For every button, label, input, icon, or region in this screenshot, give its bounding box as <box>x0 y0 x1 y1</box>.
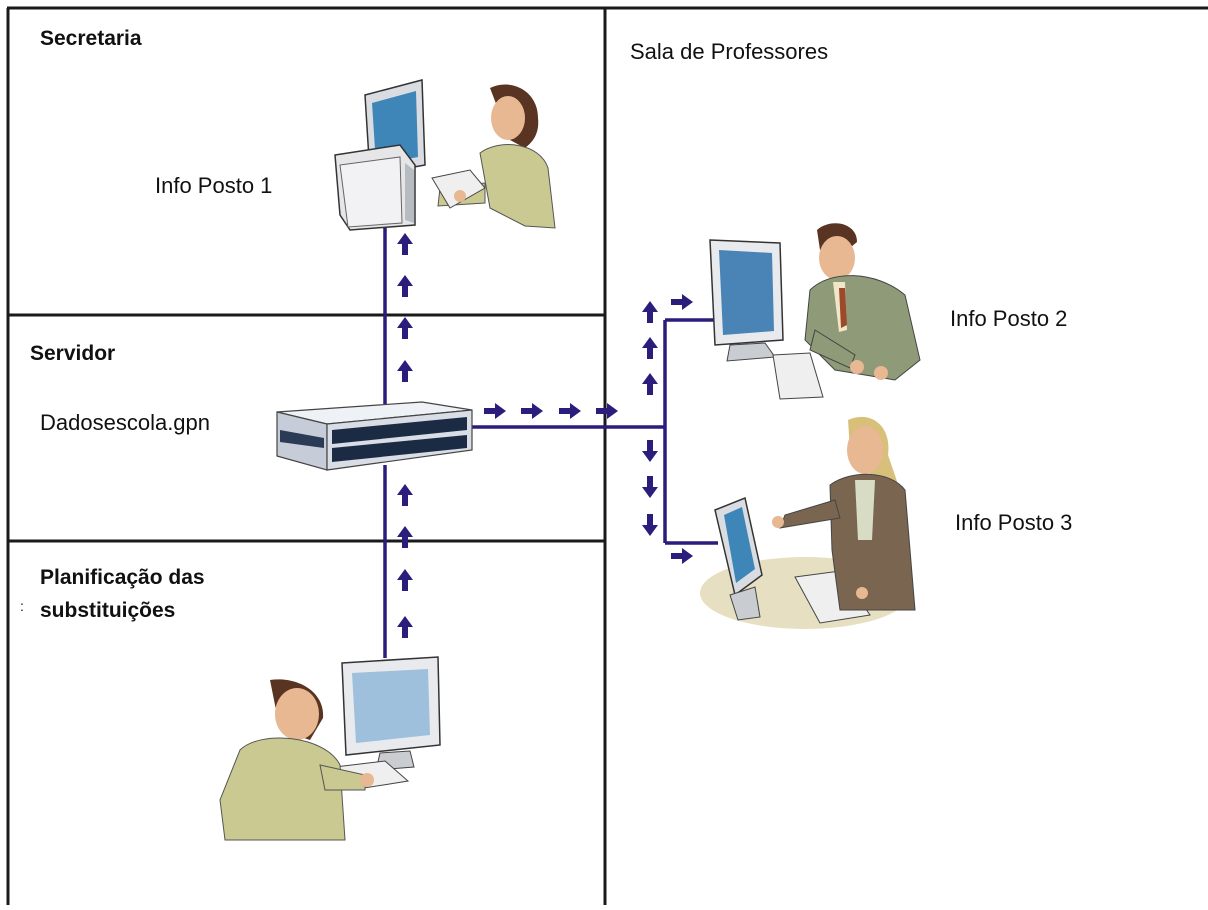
arrow-icon <box>397 616 413 638</box>
arrow-icon <box>397 360 413 382</box>
arrow-icon <box>596 403 618 419</box>
room-title-sala-professores: Sala de Professores <box>630 39 829 64</box>
workstation-icon <box>334 79 426 231</box>
arrow-icon <box>671 294 693 310</box>
arrow-icon <box>671 548 693 564</box>
arrow-icon <box>642 301 658 323</box>
workstation-icon <box>333 656 441 790</box>
person-icon <box>772 416 916 611</box>
arrow-icon <box>397 275 413 297</box>
server-name-label: Dadosescola.gpn <box>40 410 211 435</box>
arrow-icon <box>397 484 413 506</box>
room-title-planificacao-line2: substituições <box>40 599 176 622</box>
arrow-icon <box>521 403 543 419</box>
arrow-icon <box>642 373 658 395</box>
person-icon <box>219 679 374 841</box>
data-flow-arrows <box>397 233 693 638</box>
person-icon <box>804 223 921 381</box>
arrow-icon <box>397 317 413 339</box>
posto3-label: Info Posto 3 <box>955 510 1073 535</box>
workstation-icon <box>709 239 824 400</box>
person-icon <box>431 84 556 229</box>
room-title-secretaria: Secretaria <box>40 27 142 50</box>
posto1-label: Info Posto 1 <box>155 173 273 198</box>
arrow-icon <box>484 403 506 419</box>
server-icon <box>276 401 473 471</box>
arrow-icon <box>642 440 658 462</box>
arrow-icon <box>559 403 581 419</box>
arrow-icon <box>642 337 658 359</box>
network-cables <box>383 228 718 658</box>
arrow-icon <box>642 514 658 536</box>
arrow-icon <box>397 233 413 255</box>
posto2-label: Info Posto 2 <box>950 306 1068 331</box>
arrow-icon <box>642 476 658 498</box>
arrow-icon <box>397 526 413 548</box>
room-title-servidor: Servidor <box>30 342 116 365</box>
stray-mark: : <box>20 598 24 614</box>
arrow-icon <box>397 569 413 591</box>
room-borders <box>6 6 1208 905</box>
room-title-planificacao-line1: Planificação das <box>40 566 205 589</box>
